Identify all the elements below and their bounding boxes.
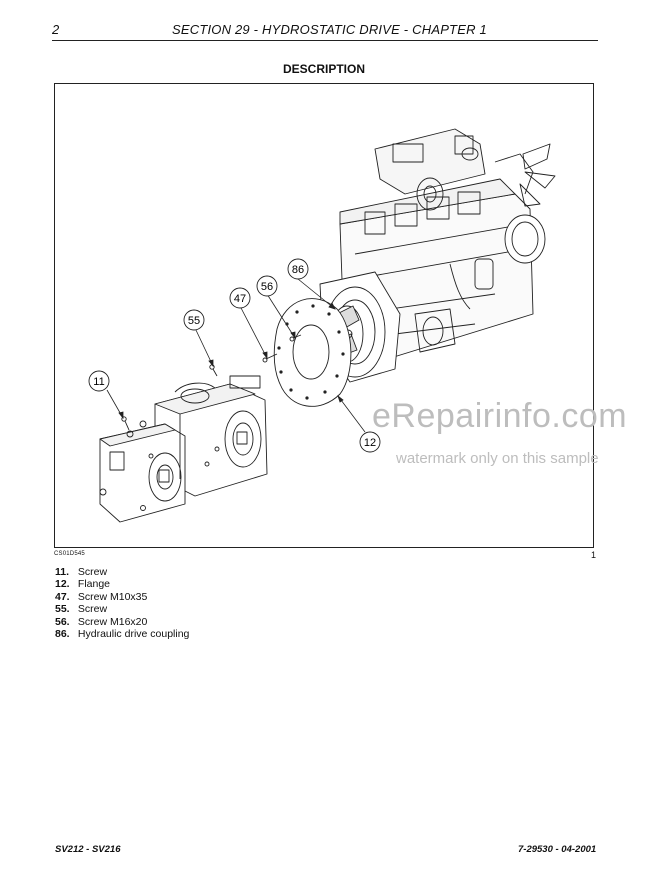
watermark-note: watermark only on this sample	[396, 450, 599, 467]
description-heading: DESCRIPTION	[282, 62, 365, 76]
callout-12: 12	[359, 431, 381, 453]
parts-legend: 11. Screw 12. Flange 47. Screw M10x35 55…	[55, 566, 189, 640]
legend-item: 55. Screw	[55, 603, 108, 616]
legend-item: 11. Screw	[55, 566, 108, 578]
callout-47: 47	[229, 287, 251, 309]
callout-55: 55	[183, 309, 205, 331]
callout-11: 11	[88, 370, 110, 392]
callout-56: 56	[256, 275, 278, 297]
svg-text:56: 56	[261, 281, 273, 293]
svg-text:55: 55	[188, 315, 200, 327]
header-rule	[52, 40, 598, 41]
svg-text:11: 11	[93, 376, 104, 388]
figure-number: 1	[591, 550, 597, 560]
svg-text:12: 12	[364, 437, 376, 449]
exploded-view-figure: 86 56 47 55 11 12	[54, 83, 594, 548]
page-number: 2	[52, 22, 60, 37]
legend-item: 56. Screw M16x20	[55, 615, 148, 628]
legend-item: 47. Screw M10x35	[55, 590, 148, 603]
section-header-title: SECTION 29 - HYDROSTATIC DRIVE - CHAPTER…	[172, 22, 487, 37]
legend-item: 12. Flange	[55, 578, 111, 591]
figure-code: CS01D545	[54, 551, 85, 557]
footer-model: SV212 - SV216	[55, 844, 121, 855]
hydrostatic-pump	[99, 375, 268, 523]
svg-text:86: 86	[292, 264, 304, 276]
engine-pump-drawing: 86 56 47 55 11 12	[88, 128, 556, 523]
footer-doc-ref: 7-29530 - 04-2001	[518, 844, 597, 855]
svg-text:47: 47	[234, 293, 246, 305]
watermark-brand: eRepairinfo.com	[372, 397, 628, 435]
legend-item: 86. Hydraulic drive coupling	[55, 628, 190, 641]
flange-plate	[273, 298, 352, 407]
callout-86: 86	[287, 258, 309, 280]
